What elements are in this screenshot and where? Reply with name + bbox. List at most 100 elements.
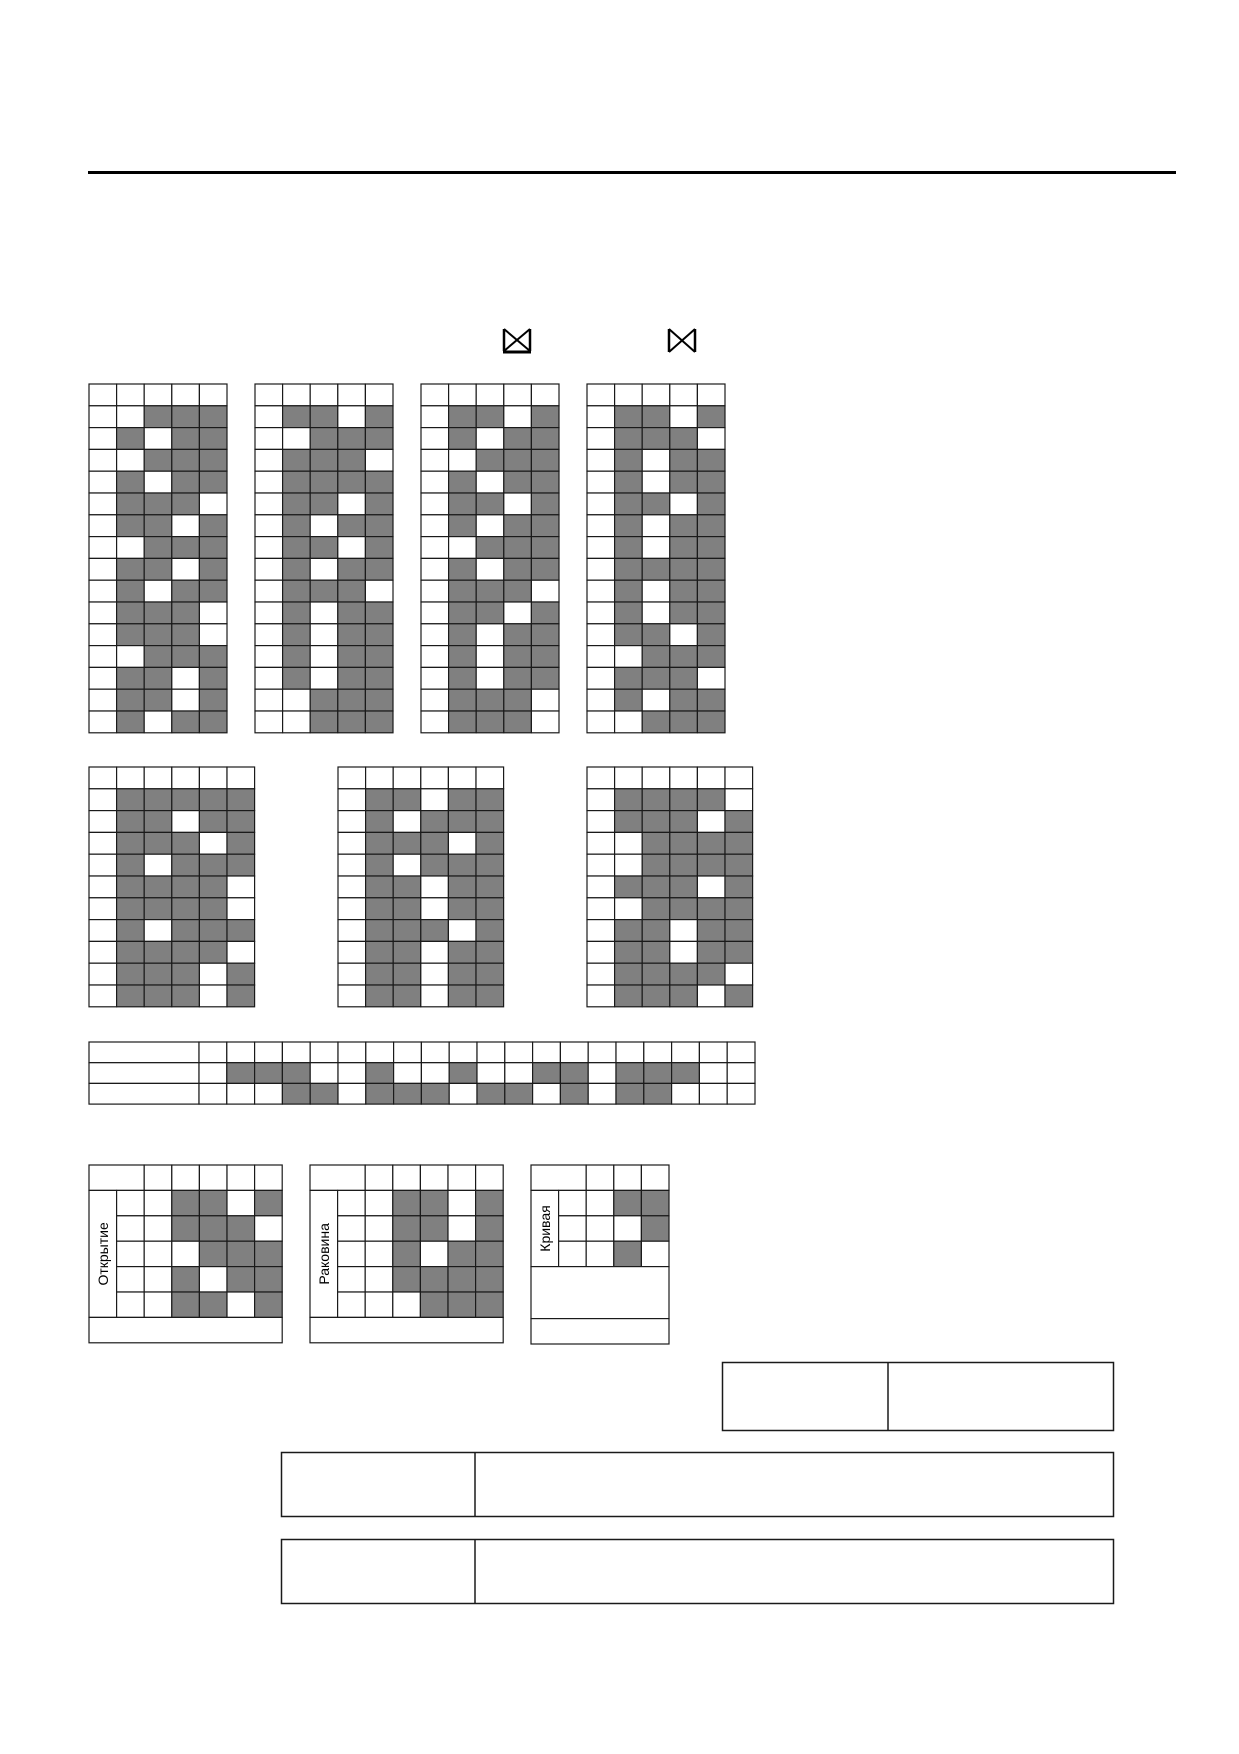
filled-cell	[143, 688, 173, 712]
filled-cell	[171, 1189, 201, 1217]
empty-cell	[698, 1062, 728, 1085]
empty-cell	[698, 1041, 728, 1064]
empty-cell	[171, 514, 201, 538]
filled-cell	[309, 710, 339, 734]
empty-cell	[337, 853, 367, 877]
filled-cell	[282, 514, 311, 538]
filled-cell	[475, 601, 505, 625]
filled-cell	[143, 536, 173, 560]
empty-cell	[337, 1062, 367, 1085]
empty-cell	[282, 710, 311, 734]
empty-cell	[726, 1062, 756, 1085]
filled-cell	[143, 809, 173, 833]
empty-cell	[143, 766, 173, 790]
empty-cell	[88, 688, 118, 712]
empty-cell	[641, 383, 671, 407]
empty-cell	[337, 962, 367, 986]
filled-cell	[392, 1240, 422, 1268]
empty-cell	[88, 536, 118, 560]
filled-cell	[696, 831, 726, 855]
filled-cell	[143, 645, 173, 669]
empty-cell	[504, 1041, 534, 1064]
header-label-cell	[530, 1164, 587, 1191]
empty-cell	[475, 557, 505, 581]
empty-cell	[641, 579, 671, 603]
empty-cell	[309, 623, 339, 647]
empty-cell	[226, 1041, 256, 1064]
empty-cell	[198, 1265, 228, 1293]
filled-cell	[309, 579, 339, 603]
filled-cell	[309, 470, 339, 494]
grid-label: Кривая	[537, 1205, 553, 1251]
empty-cell	[309, 645, 339, 669]
filled-cell	[171, 897, 201, 921]
filled-cell	[198, 688, 228, 712]
index-cell	[116, 1240, 145, 1268]
filled-cell	[309, 426, 339, 450]
filled-cell	[226, 1215, 256, 1242]
empty-cell	[420, 788, 450, 812]
empty-cell	[88, 962, 118, 986]
empty-cell	[364, 448, 394, 472]
filled-cell	[198, 557, 228, 581]
empty-cell	[337, 405, 367, 429]
filled-cell	[143, 492, 173, 516]
filled-cell	[669, 448, 699, 472]
empty-cell	[643, 1041, 673, 1064]
filled-cell	[475, 788, 505, 812]
filled-cell	[171, 831, 201, 855]
filled-cell	[198, 853, 228, 877]
filled-cell	[641, 940, 671, 964]
empty-cell	[448, 536, 477, 560]
empty-cell	[669, 940, 699, 964]
empty-cell	[88, 788, 118, 812]
empty-cell	[309, 666, 339, 690]
filled-cell	[392, 962, 422, 986]
empty-cell	[198, 1082, 228, 1105]
filled-cell	[171, 710, 201, 734]
filled-cell	[116, 601, 145, 625]
filled-cell	[724, 897, 754, 921]
filled-cell	[364, 688, 394, 712]
empty-cell	[392, 1291, 422, 1318]
filled-cell	[503, 426, 533, 450]
empty-cell	[698, 1082, 728, 1105]
empty-cell	[586, 601, 616, 625]
filled-cell	[696, 962, 726, 986]
filled-cell	[198, 788, 228, 812]
filled-cell	[670, 1062, 700, 1085]
empty-cell	[420, 1062, 450, 1085]
empty-cell	[420, 1041, 450, 1064]
filled-cell	[641, 853, 671, 877]
empty-cell	[475, 623, 505, 647]
filled-cell	[116, 688, 145, 712]
empty-cell	[143, 470, 173, 494]
filled-cell	[503, 688, 533, 712]
empty-cell	[198, 831, 228, 855]
empty-cell	[696, 666, 726, 690]
empty-cell	[88, 809, 118, 833]
filled-cell	[365, 984, 394, 1008]
filled-cell	[669, 853, 699, 877]
filled-cell	[198, 1189, 228, 1217]
empty-cell	[337, 875, 367, 899]
filled-cell	[669, 788, 699, 812]
empty-cell	[586, 688, 616, 712]
empty-cell	[586, 623, 616, 647]
pattern-grid-7	[586, 766, 754, 1008]
filled-cell	[392, 919, 422, 943]
filled-cell	[475, 853, 505, 877]
filled-cell	[614, 962, 643, 986]
filled-cell	[420, 831, 450, 855]
filled-cell	[143, 875, 173, 899]
empty-cell	[116, 383, 145, 407]
filled-cell	[365, 831, 394, 855]
filled-cell	[171, 579, 201, 603]
empty-cell	[586, 809, 616, 833]
empty-cell	[585, 1189, 615, 1217]
filled-cell	[530, 601, 560, 625]
empty-cell	[669, 623, 699, 647]
filled-cell	[171, 601, 201, 625]
empty-cell	[420, 666, 450, 690]
empty-cell	[337, 492, 367, 516]
